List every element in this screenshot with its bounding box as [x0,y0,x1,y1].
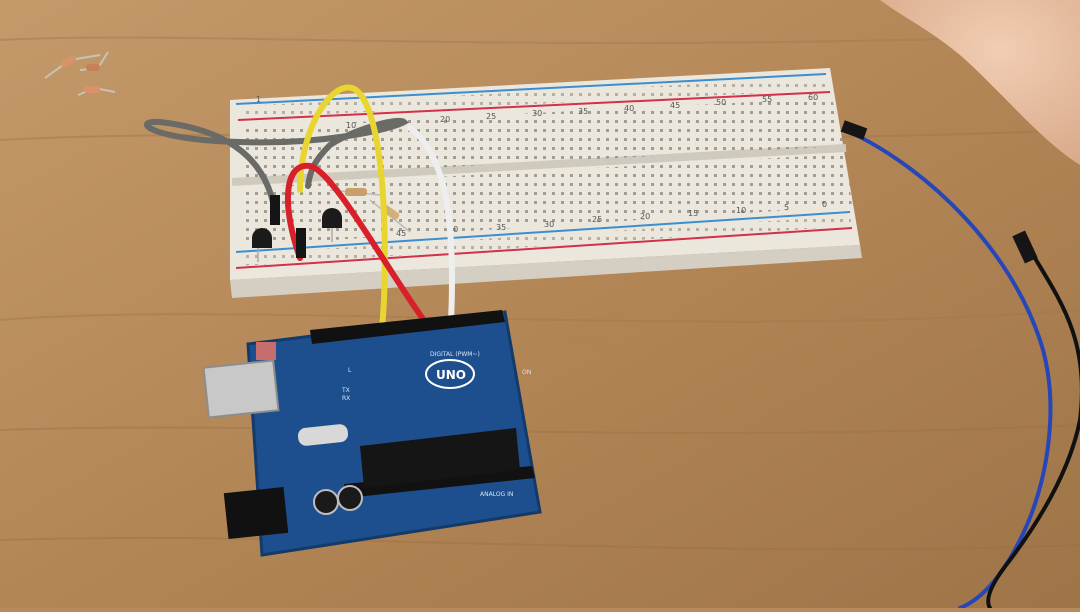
breadboard-number: 30 [544,220,554,229]
breadboard-number: 35 [496,223,506,232]
power-jack [223,486,289,540]
board-logo [425,359,475,389]
tx-label: TX [341,387,350,394]
breadboard-number: 1 [256,95,261,104]
breadboard-number: 20 [440,115,450,124]
breadboard-number: 55 [762,95,772,104]
board-logo-text: UNO [436,368,466,382]
capacitor [313,489,339,515]
l-label: L [348,367,352,374]
crystal [297,424,349,446]
breadboard-number: 45 [396,229,406,238]
on-label: ON [522,369,531,376]
breadboard-number: 60 [808,93,818,102]
transistors [252,208,342,262]
digital-label: DIGITAL (PWM~) [430,351,480,358]
breadboard-number: 25 [592,215,602,224]
breadboard-number: 45 [670,101,680,110]
arduino-board: UNO DIGITAL (PWM~) ANALOG IN ON TX RX L [202,310,542,557]
breadboard-number: 40 [624,104,634,113]
breadboard-number: 15 [688,209,698,218]
microcontroller-chip [360,428,520,488]
breadboard-number: 40 [448,225,458,234]
breadboard-number: 20 [640,212,650,221]
breadboard-number: 10 [346,121,356,130]
capacitor [337,485,363,511]
breadboard-number: 50 [716,98,726,107]
analog-label: ANALOG IN [480,491,513,498]
hand [880,0,1080,165]
breadboard-number: 30 [532,109,542,118]
breadboard-number: 10 [736,206,746,215]
reset-button [256,342,276,360]
usb-port [202,359,280,419]
loose-resistors [44,51,116,96]
breadboard-number: 25 [486,112,496,121]
breadboard-number: 5 [784,203,789,212]
breadboard-number: 0 [822,200,827,209]
rx-label: RX [342,395,350,402]
breadboard-number: 35 [578,107,588,116]
